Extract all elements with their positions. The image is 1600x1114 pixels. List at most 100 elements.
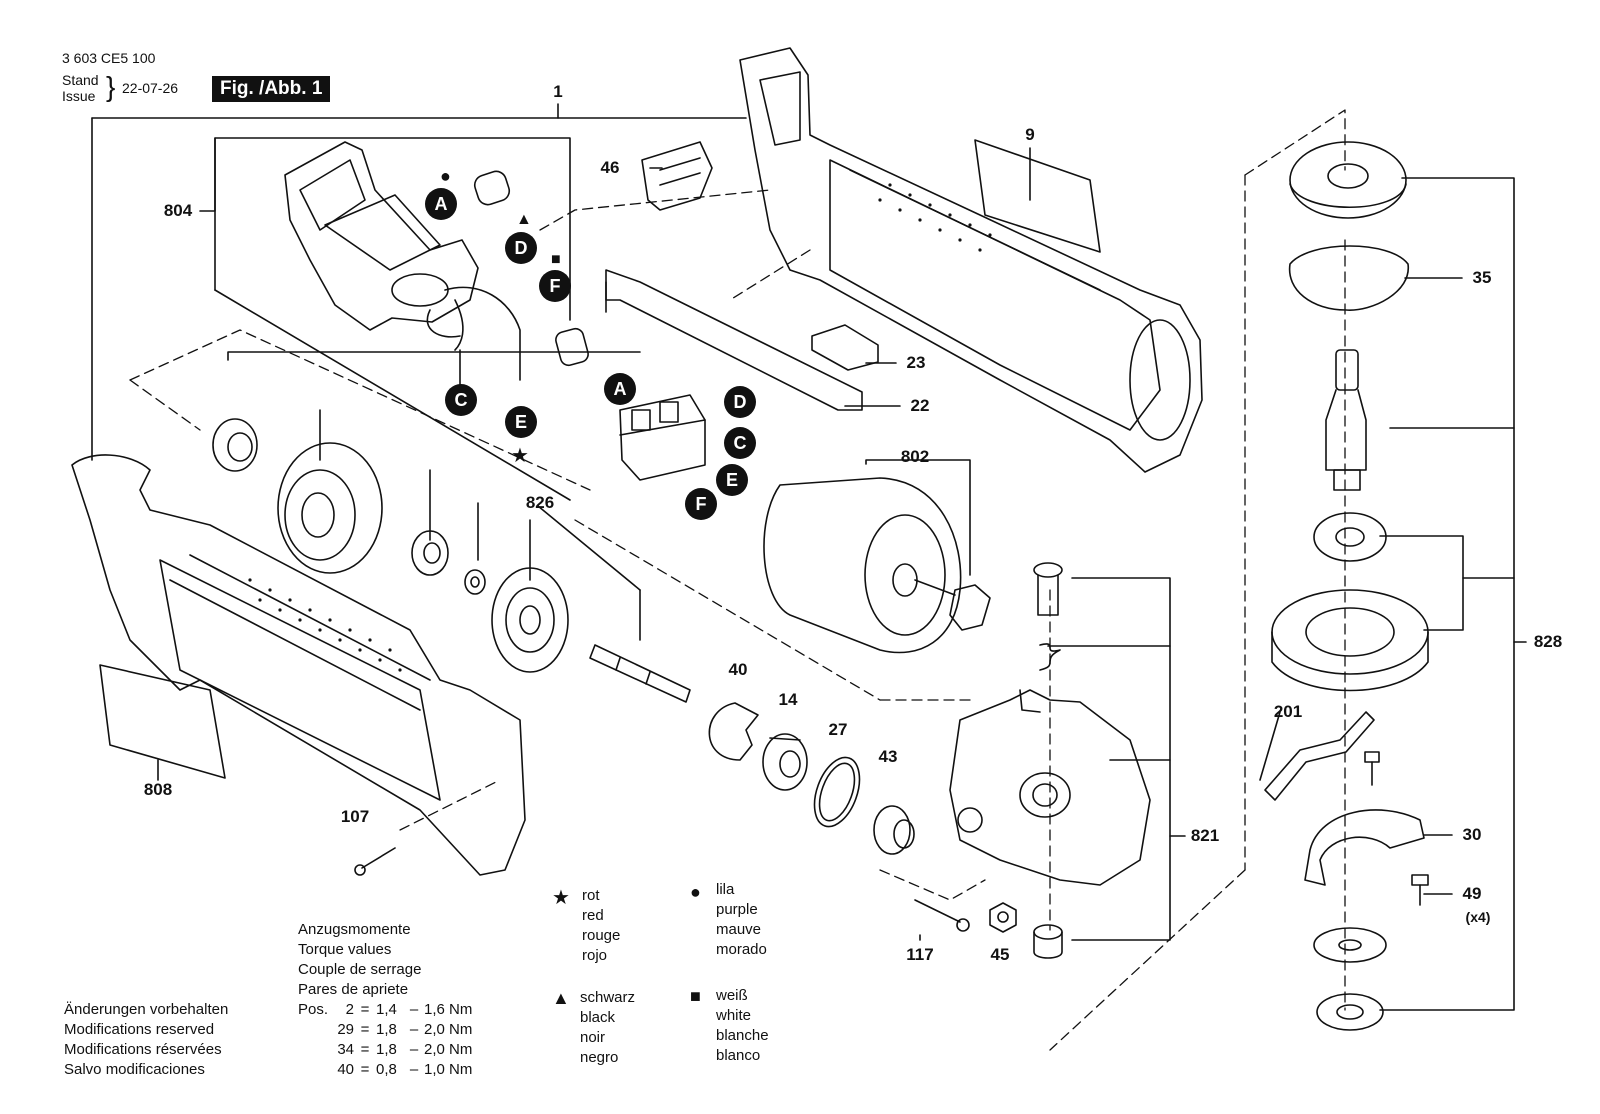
part-label-821: 821 <box>1190 826 1220 845</box>
legend-black: schwarz black noir negro <box>580 988 635 1068</box>
torque-position: 40 <box>337 1061 354 1078</box>
torque-min: 1,8 <box>376 1021 397 1038</box>
part-label-30: 30 <box>1462 825 1482 844</box>
button-23 <box>811 324 879 371</box>
part-label-22: 22 <box>910 396 930 415</box>
star-icon: ★ <box>552 887 570 909</box>
legend-purple-es: morado <box>716 941 767 958</box>
torque-max: 1,0 Nm <box>424 1061 473 1078</box>
connector-a-lower: A <box>604 373 636 405</box>
modifications-block: Änderungen vorbehalten Modifications res… <box>64 1000 228 1080</box>
pinion-43 <box>873 805 915 855</box>
torque-dash: – <box>409 1041 419 1058</box>
part-label-117: 117 <box>906 945 934 964</box>
brush-holder <box>619 394 706 481</box>
bearing-plate <box>277 442 383 574</box>
torque-row: 29 = 1,8 – 2,0 Nm <box>298 1020 472 1040</box>
part-label-9: 9 <box>1025 125 1035 144</box>
part-label-804: 804 <box>163 201 193 220</box>
leader-lines <box>157 147 1463 941</box>
legend-red-en: red <box>582 907 604 924</box>
slider-22 <box>605 269 863 411</box>
part-label-828: 828 <box>1533 632 1563 651</box>
connector-e-upper: E <box>505 406 537 438</box>
part-label-23: 23 <box>906 353 926 372</box>
part-label-201: 201 <box>1273 702 1303 721</box>
connector-f-upper: F <box>539 270 571 302</box>
dot-icon: ● <box>690 882 701 902</box>
torque-min: 0,8 <box>376 1061 397 1078</box>
legend-black-fr: noir <box>580 1029 606 1046</box>
grip-texture <box>248 183 992 672</box>
sleeve-part <box>473 170 589 367</box>
torque-max: 2,0 Nm <box>424 1041 473 1058</box>
connector-d-lower: D <box>724 386 756 418</box>
torque-row: 40 = 0,8 – 1,0 Nm <box>298 1060 472 1080</box>
legend-purple: lila purple mauve morado <box>716 880 767 960</box>
torque-max: 2,0 Nm <box>424 1021 473 1038</box>
square-icon: ■ <box>690 986 701 1006</box>
part-label-46: 46 <box>600 158 620 177</box>
part-label-808: 808 <box>143 780 173 799</box>
torque-row: 34 = 1,8 – 2,0 Nm <box>298 1040 472 1060</box>
triangle-icon: ▲ <box>552 988 570 1008</box>
electronics-module-804 <box>284 141 521 386</box>
lock-washer <box>1316 993 1384 1031</box>
part-label-826: 826 <box>525 493 555 512</box>
torque-heading-fr: Couple de serrage <box>298 961 422 978</box>
part-label-49: 49 <box>1462 884 1482 903</box>
modifications-de: Änderungen vorbehalten <box>64 1001 229 1018</box>
black-marker-icon: ▲ <box>516 211 532 228</box>
bracket-804 <box>199 137 571 501</box>
torque-dash: – <box>409 1021 419 1038</box>
bearing-14 <box>762 733 808 791</box>
part-label-43: 43 <box>878 747 898 766</box>
gasket-35 <box>1288 245 1409 311</box>
bracket-1 <box>91 103 747 461</box>
connector-e-lower: E <box>716 464 748 496</box>
legend-purple-de: lila <box>716 881 735 898</box>
connector-c-upper: C <box>445 384 477 416</box>
torque-pos-label: Pos. <box>298 1001 329 1018</box>
torque-equals: = <box>360 1021 370 1038</box>
bracket-821 <box>1047 577 1186 941</box>
part-label-802: 802 <box>900 447 930 466</box>
modifications-es: Salvo modificaciones <box>64 1061 205 1078</box>
legend-black-de: schwarz <box>580 989 636 1006</box>
torque-heading-de: Anzugsmomente <box>298 921 411 938</box>
spindle-lock-201 <box>1264 711 1375 801</box>
bevel-gear <box>1289 141 1407 219</box>
bearing-large <box>1313 512 1387 562</box>
issue-label: Issue <box>62 88 96 104</box>
brace: } <box>106 71 116 102</box>
torque-heading-en: Torque values <box>298 941 392 958</box>
legend-white: weiß white blanche blanco <box>716 986 769 1066</box>
connector-f-lower: F <box>685 488 717 520</box>
modifications-en: Modifications reserved <box>64 1021 215 1038</box>
screw-49 <box>1411 874 1429 906</box>
part-label-14: 14 <box>778 690 798 709</box>
part-label-107: 107 <box>340 807 370 826</box>
legend-purple-fr: mauve <box>716 921 762 938</box>
legend-red-es: rojo <box>582 947 608 964</box>
guard-clamp-30 <box>1304 809 1425 886</box>
torque-equals: = <box>360 1061 370 1078</box>
legend-purple-en: purple <box>716 901 758 918</box>
ring-27 <box>813 756 861 828</box>
legend-black-es: negro <box>580 1049 619 1066</box>
torque-pos-label <box>298 1020 332 1040</box>
legend-black-en: black <box>580 1009 616 1026</box>
connector-a-upper: A <box>425 188 457 220</box>
legend-red-fr: rouge <box>582 927 621 944</box>
washer <box>1313 927 1387 963</box>
red-marker-icon: ★ <box>511 445 529 467</box>
spindle <box>1325 349 1367 491</box>
torque-max: 1,6 Nm <box>424 1001 473 1018</box>
part-label-40: 40 <box>728 660 748 679</box>
part-label-35: 35 <box>1472 268 1492 287</box>
modifications-fr: Modifications réservées <box>64 1041 222 1058</box>
legend-red-de: rot <box>582 887 600 904</box>
torque-values-block: Anzugsmomente Torque values Couple de se… <box>298 920 472 1080</box>
white-marker-icon: ■ <box>551 251 561 268</box>
